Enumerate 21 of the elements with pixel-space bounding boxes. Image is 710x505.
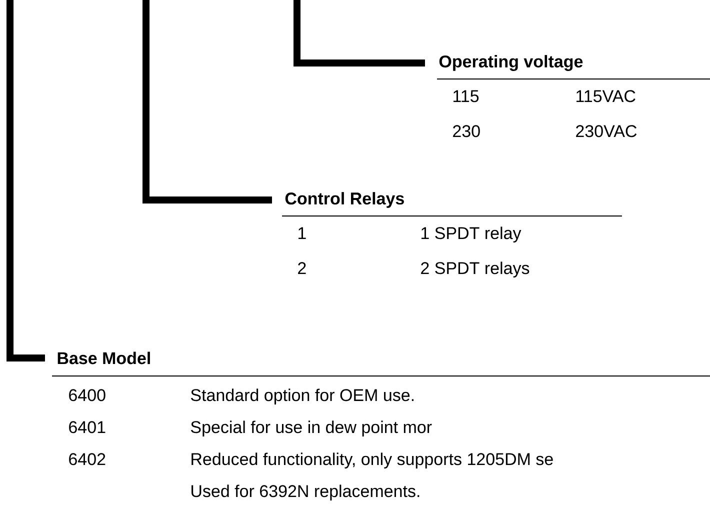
table-cell: 115 bbox=[454, 90, 479, 102]
table-heading: Control Relays bbox=[285, 192, 404, 208]
connector-line bbox=[294, 0, 425, 66]
table-cell: Standard option for OEM use. bbox=[190, 388, 414, 405]
table-cell: 6400 bbox=[69, 389, 106, 402]
table-cell: 6401 bbox=[69, 421, 106, 434]
table-cell: 230VAC bbox=[576, 125, 637, 138]
table-cell: 230 bbox=[453, 125, 480, 138]
table-cell: 2 bbox=[298, 262, 306, 274]
table-cell: 6402 bbox=[69, 453, 106, 466]
table-cell: 2 SPDT relays bbox=[421, 262, 530, 278]
table-cell: Special for use in dew point mor bbox=[190, 420, 432, 437]
table-cell: Used for 6392N replacements. bbox=[192, 484, 420, 501]
table-heading: Base Model bbox=[58, 352, 150, 364]
table-cell: 1 SPDT relay bbox=[422, 226, 522, 243]
table-cell: 115VAC bbox=[576, 90, 636, 102]
connector-line bbox=[6, 0, 45, 362]
table-cell: 1 bbox=[298, 227, 306, 239]
connector-line bbox=[142, 0, 272, 204]
table-heading: Operating voltage bbox=[439, 55, 583, 71]
table-cell: Reduced functionality, only supports 1205DM se bbox=[192, 452, 553, 469]
